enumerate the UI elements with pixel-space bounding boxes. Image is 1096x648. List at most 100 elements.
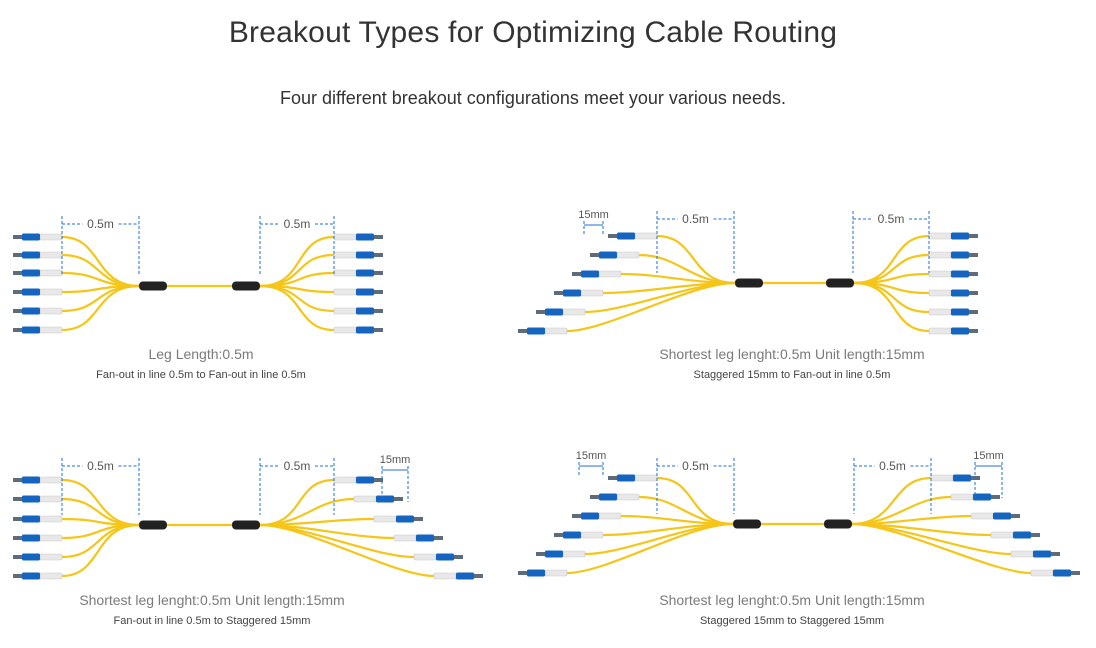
fiber-leg: [61, 517, 140, 527]
connector-tip: [13, 574, 22, 578]
connector-tip: [969, 291, 978, 295]
lc-connector: [608, 474, 658, 482]
leg-length-label: 0.5m: [879, 459, 906, 473]
connector-tip: [518, 329, 527, 333]
connector-housing: [950, 493, 974, 501]
connector-tip: [434, 536, 443, 540]
diagram-subcaption: Fan-out in line 0.5m to Staggered 15mm: [114, 615, 311, 627]
connector-boot: [356, 288, 374, 296]
connector-housing: [928, 308, 952, 316]
connector-housing: [928, 289, 952, 297]
connector-boot: [436, 553, 454, 561]
connector-tip: [13, 478, 22, 482]
lc-connector: [333, 307, 383, 315]
fiber-leg: [851, 522, 1032, 575]
lc-connector: [13, 233, 63, 241]
lc-connector: [970, 512, 1020, 520]
connector-boot: [356, 307, 374, 315]
breakout-box-left: [735, 278, 763, 288]
fiber-leg: [259, 284, 335, 332]
connector-housing: [333, 307, 357, 315]
lc-connector: [590, 251, 640, 259]
breakout-box-right: [824, 519, 852, 529]
lc-connector: [13, 572, 63, 580]
unit-length-label: 15mm: [973, 450, 1004, 462]
lc-connector: [13, 307, 63, 315]
connector-boot: [581, 270, 599, 278]
connector-boot: [22, 233, 40, 241]
connector-boot: [563, 531, 581, 539]
lc-connector: [928, 251, 978, 259]
lc-connector: [608, 232, 658, 240]
lc-connector: [333, 476, 383, 484]
connector-tip: [414, 517, 423, 521]
connector-housing: [433, 572, 457, 580]
lc-connector: [13, 326, 63, 334]
connector-boot: [22, 495, 40, 503]
lc-connector: [13, 553, 63, 561]
connector-housing: [580, 289, 604, 297]
connector-tip: [13, 555, 22, 559]
connector-housing: [634, 232, 658, 240]
connector-housing: [616, 493, 640, 501]
lc-connector: [990, 531, 1040, 539]
lc-connector: [393, 534, 443, 542]
connector-tip: [374, 328, 383, 332]
fiber-leg: [259, 523, 435, 578]
connector-boot: [22, 251, 40, 259]
page-subtitle: Four different breakout configurations m…: [280, 88, 786, 108]
connector-boot: [356, 233, 374, 241]
diagram-subcaption: Fan-out in line 0.5m to Fan-out in line …: [96, 369, 306, 381]
connector-tip: [536, 310, 545, 314]
connector-boot: [22, 269, 40, 277]
connector-housing: [39, 233, 63, 241]
lc-connector: [13, 269, 63, 277]
leg-length-label: 0.5m: [87, 459, 114, 473]
connector-housing: [39, 288, 63, 296]
diagram-subcaption: Staggered 15mm to Staggered 15mm: [700, 615, 884, 627]
lc-connector: [518, 327, 568, 335]
lc-connector: [554, 289, 604, 297]
connector-boot: [376, 495, 394, 503]
fiber-leg: [584, 522, 734, 556]
connector-boot: [22, 288, 40, 296]
connector-housing: [333, 326, 357, 334]
connector-tip: [969, 234, 978, 238]
connector-tip: [13, 536, 22, 540]
lc-connector: [13, 534, 63, 542]
connector-tip: [13, 309, 22, 313]
connector-boot: [396, 515, 414, 523]
fiber-leg: [259, 235, 335, 288]
connector-tip: [608, 234, 617, 238]
breakout-diagram-1: [13, 216, 383, 334]
fiber-leg: [61, 235, 140, 288]
connector-boot: [951, 327, 969, 335]
breakout-box-right: [826, 278, 854, 288]
connector-housing: [544, 327, 568, 335]
connector-tip: [13, 235, 22, 239]
connector-housing: [562, 550, 586, 558]
leg-length-label: 0.5m: [284, 459, 311, 473]
connector-housing: [333, 233, 357, 241]
connector-boot: [545, 308, 563, 316]
connector-tip: [13, 290, 22, 294]
connector-tip: [1031, 533, 1040, 537]
connector-boot: [545, 550, 563, 558]
diagram-caption: Leg Length:0.5m: [148, 346, 253, 362]
connector-housing: [39, 326, 63, 334]
lc-connector: [536, 308, 586, 316]
fiber-leg: [61, 523, 140, 578]
lc-connector: [333, 233, 383, 241]
fiber-leg: [851, 495, 952, 526]
connector-tip: [590, 253, 599, 257]
connector-housing: [333, 269, 357, 277]
connector-tip: [13, 253, 22, 257]
connector-boot: [953, 474, 971, 482]
connector-tip: [536, 552, 545, 556]
connector-boot: [356, 269, 374, 277]
fiber-leg: [584, 281, 736, 314]
fiber-leg: [61, 497, 140, 527]
lc-connector: [13, 476, 63, 484]
connector-housing: [580, 531, 604, 539]
connector-tip: [572, 514, 581, 518]
